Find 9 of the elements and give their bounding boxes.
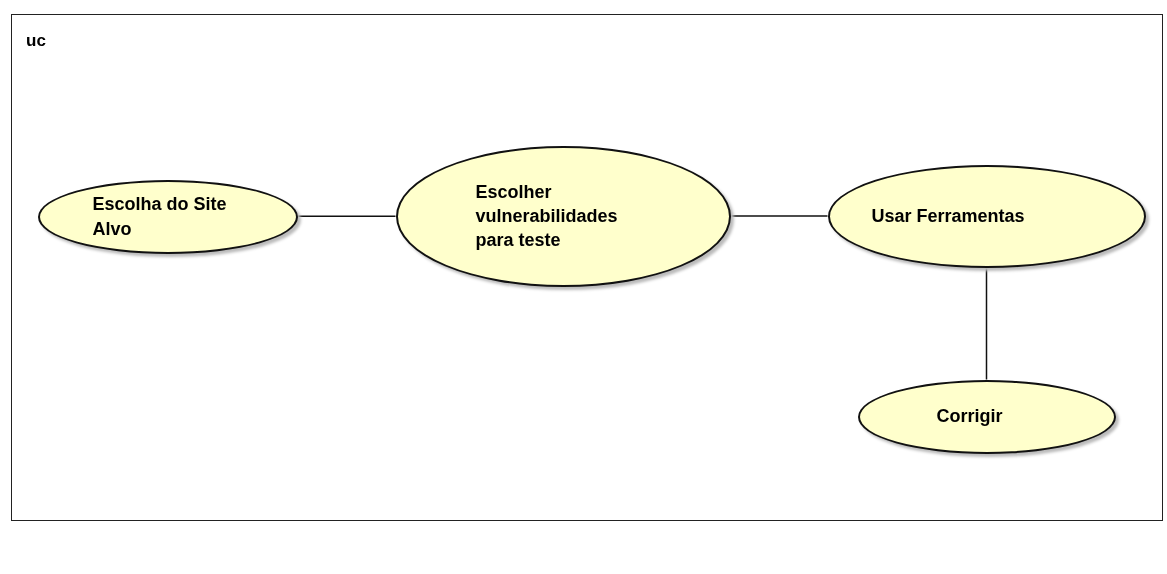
use-case-name: Corrigir xyxy=(936,405,1004,429)
use-case-name: Escolher vulnerabilidades para teste xyxy=(475,180,619,253)
association-line xyxy=(985,266,988,381)
frame-label: uc xyxy=(12,15,96,69)
association-line xyxy=(729,215,829,217)
use-case-name: Escolha do Site Alvo xyxy=(92,193,228,241)
diagram-frame xyxy=(11,14,1163,521)
association-line xyxy=(296,215,397,218)
use-case-name: Usar Ferramentas xyxy=(871,204,1026,228)
